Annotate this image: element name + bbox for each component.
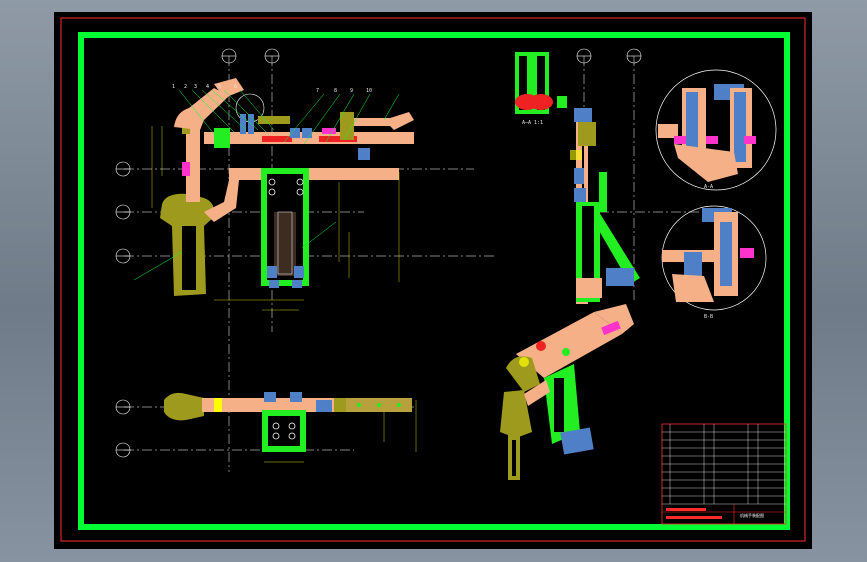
title-block-label: 机械手装配图 bbox=[740, 512, 764, 518]
svg-text:A-A: A-A bbox=[704, 184, 713, 190]
svg-text:2: 2 bbox=[184, 84, 187, 90]
drawing-sheet: 1 2 3 4 5 6 7 8 9 10 bbox=[54, 12, 812, 549]
side-view-assembly: A—A 1:1 bbox=[515, 52, 640, 304]
outer-border bbox=[60, 17, 806, 542]
svg-text:6: 6 bbox=[234, 84, 237, 90]
drawing-frame bbox=[78, 32, 790, 530]
svg-text:1: 1 bbox=[172, 84, 175, 90]
svg-text:9: 9 bbox=[350, 88, 353, 94]
reference-bubbles bbox=[115, 48, 642, 458]
svg-text:B-B: B-B bbox=[704, 314, 713, 320]
front-view-assembly: 1 2 3 4 5 6 7 8 9 10 bbox=[133, 78, 414, 311]
cad-drawing: 1 2 3 4 5 6 7 8 9 10 bbox=[60, 17, 806, 542]
svg-text:7: 7 bbox=[316, 88, 319, 94]
detail-view-upper: A-A bbox=[655, 69, 777, 191]
svg-text:4: 4 bbox=[206, 84, 209, 90]
detail-view-lower: B-B bbox=[661, 205, 767, 320]
svg-text:8: 8 bbox=[334, 88, 337, 94]
title-block: 机械手装配图 bbox=[661, 423, 787, 525]
svg-text:10: 10 bbox=[366, 88, 372, 94]
top-view-assembly bbox=[164, 392, 417, 463]
svg-text:3: 3 bbox=[194, 84, 197, 90]
svg-text:A—A 1:1: A—A 1:1 bbox=[522, 120, 543, 126]
isometric-view bbox=[500, 304, 634, 480]
svg-text:5: 5 bbox=[218, 84, 221, 90]
